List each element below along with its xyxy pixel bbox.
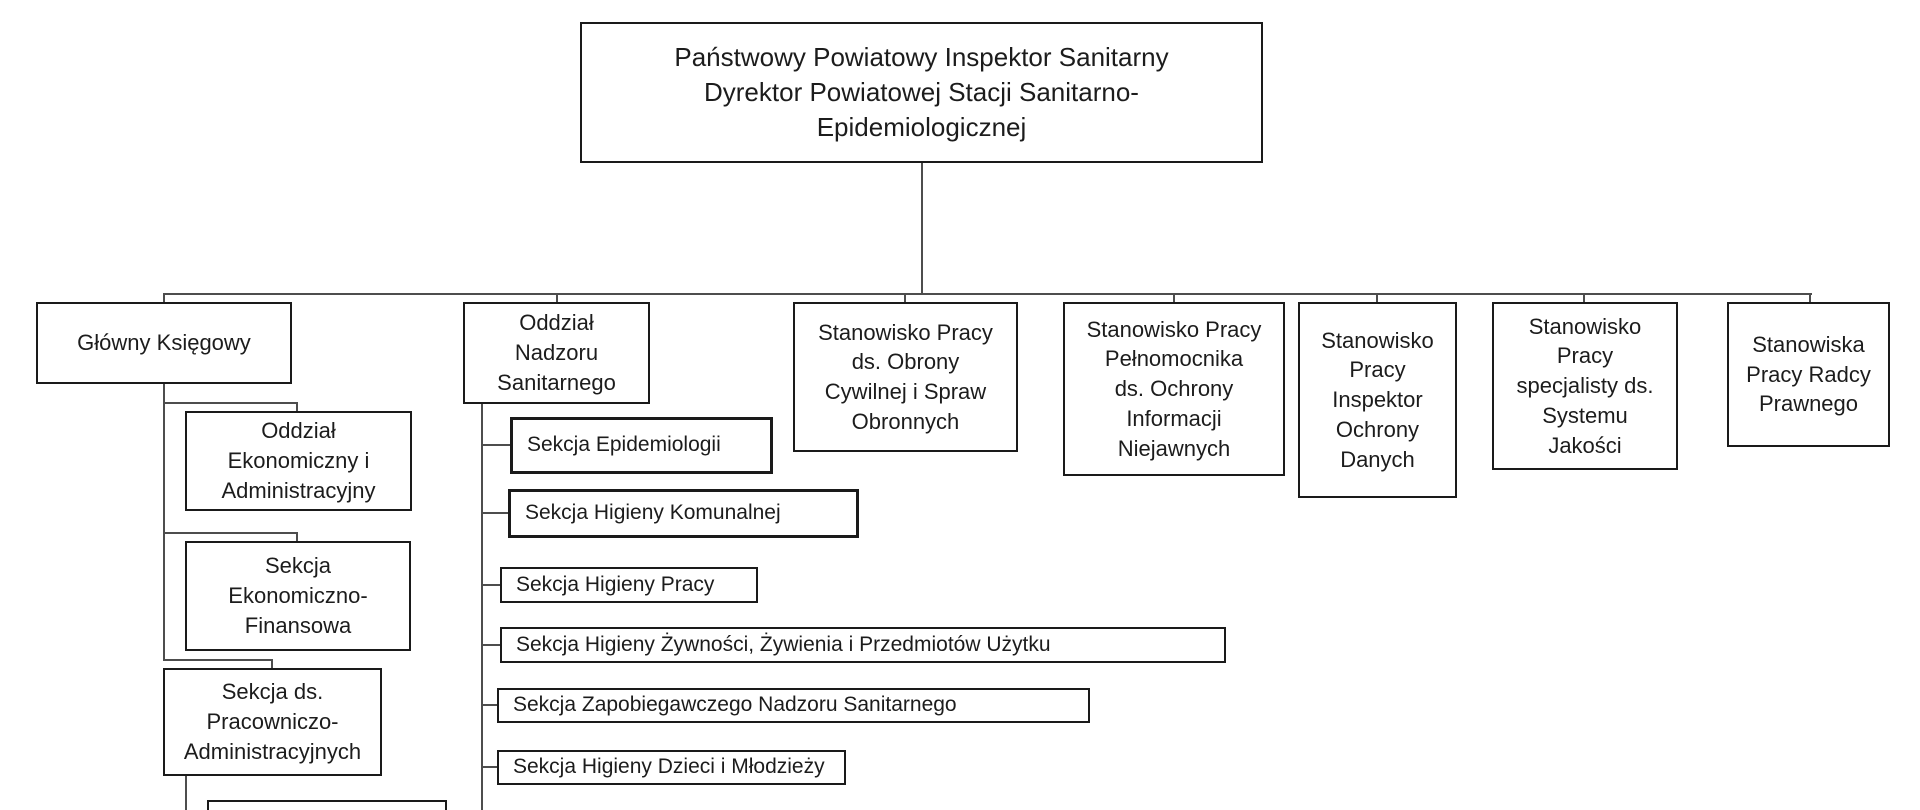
connector-nadzor-vertical [481,404,483,810]
connector-stub-specjalista-jakosci [1583,293,1585,304]
connector-stub-epidemiologii [481,444,512,446]
connector-glowny-elbow-2 [163,532,298,534]
connector-glowny-vertical-lower [185,776,187,810]
connector-stub-dzieci [481,766,499,768]
org-node-root: Państwowy Powiatowy Inspektor Sanitarny … [580,22,1263,163]
connector-stub-radca-prawny [1809,293,1811,304]
org-node-obrona-cywilna: Stanowisko Pracy ds. Obrony Cywilnej i S… [793,302,1018,452]
org-node-glowny-ksiegowy: Główny Księgowy [36,302,292,384]
connector-glowny-elbow-1 [163,402,298,404]
connector-stub-oddzial-nadzoru [556,293,558,304]
org-node-specjalista-systemu-jakosci: Stanowisko Pracy specjalisty ds. Systemu… [1492,302,1678,470]
connector-stub-zywnosci [481,644,502,646]
connector-stub-glowny-ksiegowy [163,293,165,304]
connector-glowny-elbow-1-stub [296,402,298,413]
org-node-inspektor-ochrony-danych: Stanowisko Pracy Inspektor Ochrony Danyc… [1298,302,1457,498]
connector-stub-pelnomocnik [1173,293,1175,304]
org-node-sekcja-higieny-komunalnej: Sekcja Higieny Komunalnej [508,489,859,538]
connector-root-riser [921,163,923,294]
org-node-sekcja-higieny-dzieci: Sekcja Higieny Dzieci i Młodzieży [497,750,846,785]
org-node-sekcja-ekonomiczno-finansowa: Sekcja Ekonomiczno- Finansowa [185,541,411,651]
connector-stub-zapobiegawczego [481,704,499,706]
connector-glowny-elbow-2-stub [296,532,298,543]
org-node-sekcja-zapobiegawczego-nadzoru: Sekcja Zapobiegawczego Nadzoru Sanitarne… [497,688,1090,723]
connector-stub-komunalnej [481,512,510,514]
org-node-sekcja-higieny-zywnosci: Sekcja Higieny Żywności, Żywienia i Prze… [500,627,1226,663]
connector-glowny-elbow-3 [163,659,273,661]
connector-glowny-vertical [163,384,165,661]
org-node-oddzial-nadzoru-sanitarnego: Oddział Nadzoru Sanitarnego [463,302,650,404]
connector-stub-inspektor-danych [1376,293,1378,304]
connector-trunk [163,293,1812,295]
org-node-sekcja-higieny-pracy: Sekcja Higieny Pracy [500,567,758,603]
org-node-pelnomocnik-informacji-niejawnych: Stanowisko Pracy Pełnomocnika ds. Ochron… [1063,302,1285,476]
connector-glowny-elbow-3-stub [271,659,273,670]
org-node-sekcja-pracowniczo-administracyjnych: Sekcja ds. Pracowniczo- Administracyjnyc… [163,668,382,776]
org-node-sekcja-epidemiologii: Sekcja Epidemiologii [510,417,773,474]
org-node-cutoff-bottom [207,800,447,810]
connector-stub-obrona-cywilna [904,293,906,304]
org-node-radca-prawny: Stanowiska Pracy Radcy Prawnego [1727,302,1890,447]
org-node-oddzial-ekonomiczny: Oddział Ekonomiczny i Administracyjny [185,411,412,511]
connector-stub-higieny-pracy [481,584,502,586]
